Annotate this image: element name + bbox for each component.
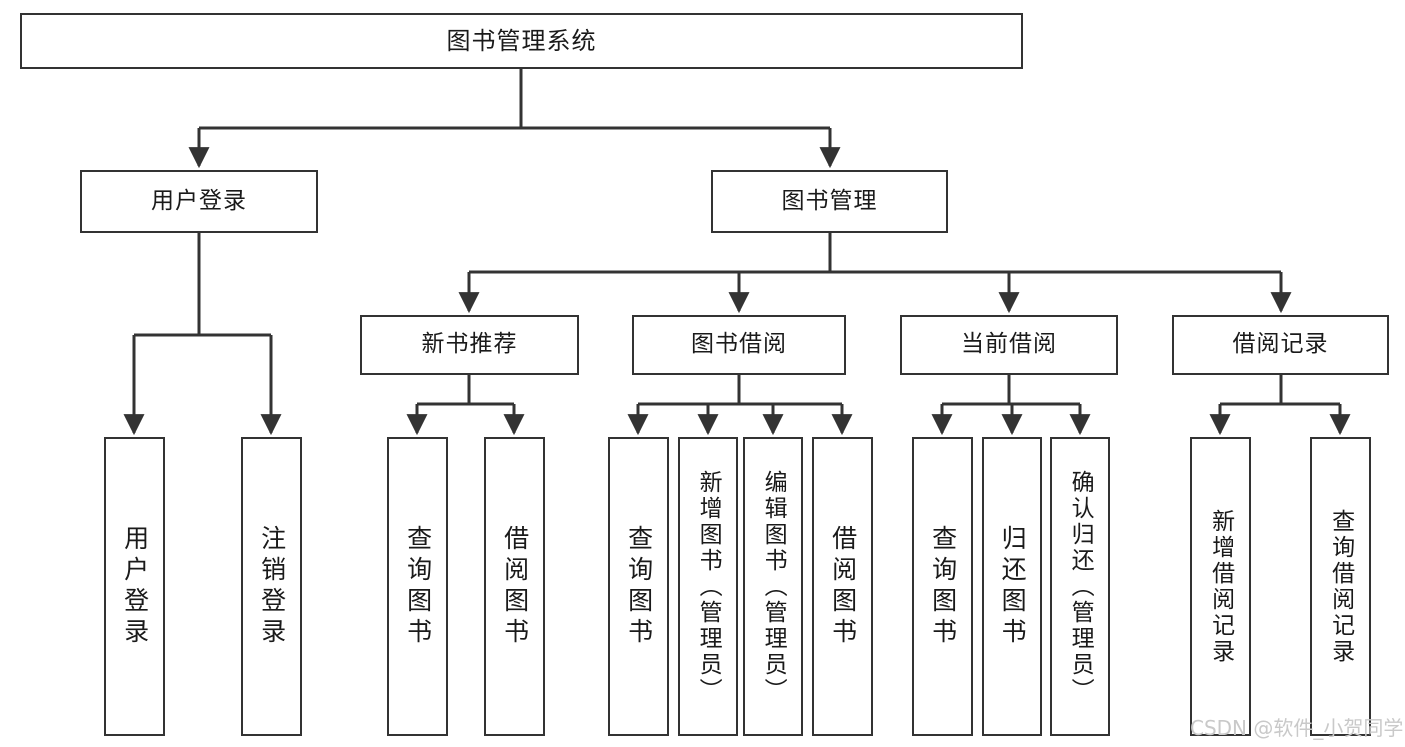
node-leaf-query-record[interactable]: 查询借阅记录 (1310, 437, 1371, 736)
node-label: 图书管理 (781, 187, 878, 214)
node-leaf-return-book[interactable]: 归还图书 (982, 437, 1042, 736)
node-label: 借阅记录 (1232, 331, 1329, 358)
node-new-book-rec[interactable]: 新书推荐 (360, 315, 579, 375)
node-label: 确认归还（管理员） (1067, 469, 1094, 704)
node-label: 当前借阅 (961, 331, 1057, 358)
node-label: 图书借阅 (691, 331, 787, 358)
watermark: CSDN @软件_小贺同学 (1190, 716, 1404, 740)
node-leaf-borrow-book-2[interactable]: 借阅图书 (812, 437, 873, 736)
node-label: 查询图书 (928, 524, 958, 649)
node-label: 借阅图书 (828, 524, 858, 649)
node-leaf-user-login[interactable]: 用户登录 (104, 437, 165, 736)
node-current-borrow[interactable]: 当前借阅 (900, 315, 1118, 375)
node-label: 注销登录 (257, 524, 287, 649)
node-label: 查询图书 (403, 524, 433, 649)
node-label: 查询图书 (624, 524, 654, 649)
node-label: 图书管理系统 (446, 26, 597, 55)
node-book-manage[interactable]: 图书管理 (711, 170, 948, 233)
node-leaf-query-book-2[interactable]: 查询图书 (608, 437, 669, 736)
node-label: 借阅图书 (500, 524, 530, 649)
node-leaf-user-logout[interactable]: 注销登录 (241, 437, 302, 736)
node-leaf-confirm-return[interactable]: 确认归还（管理员） (1050, 437, 1110, 736)
node-leaf-edit-book[interactable]: 编辑图书（管理员） (743, 437, 803, 736)
node-leaf-add-book[interactable]: 新增图书（管理员） (678, 437, 738, 736)
node-root[interactable]: 图书管理系统 (20, 13, 1023, 69)
node-label: 查询借阅记录 (1327, 508, 1354, 665)
node-leaf-query-book-3[interactable]: 查询图书 (912, 437, 973, 736)
node-leaf-query-book-1[interactable]: 查询图书 (387, 437, 448, 736)
node-leaf-add-record[interactable]: 新增借阅记录 (1190, 437, 1251, 736)
node-label: 编辑图书（管理员） (760, 469, 787, 704)
node-book-borrow[interactable]: 图书借阅 (632, 315, 846, 375)
node-label: 用户登录 (151, 187, 247, 214)
node-leaf-borrow-book-1[interactable]: 借阅图书 (484, 437, 545, 736)
node-label: 归还图书 (998, 524, 1028, 649)
node-label: 用户登录 (120, 524, 150, 649)
node-label: 新增图书（管理员） (695, 469, 722, 704)
node-label: 新增借阅记录 (1207, 508, 1234, 665)
node-borrow-record[interactable]: 借阅记录 (1172, 315, 1389, 375)
node-label: 新书推荐 (421, 331, 518, 358)
node-user-login[interactable]: 用户登录 (80, 170, 318, 233)
